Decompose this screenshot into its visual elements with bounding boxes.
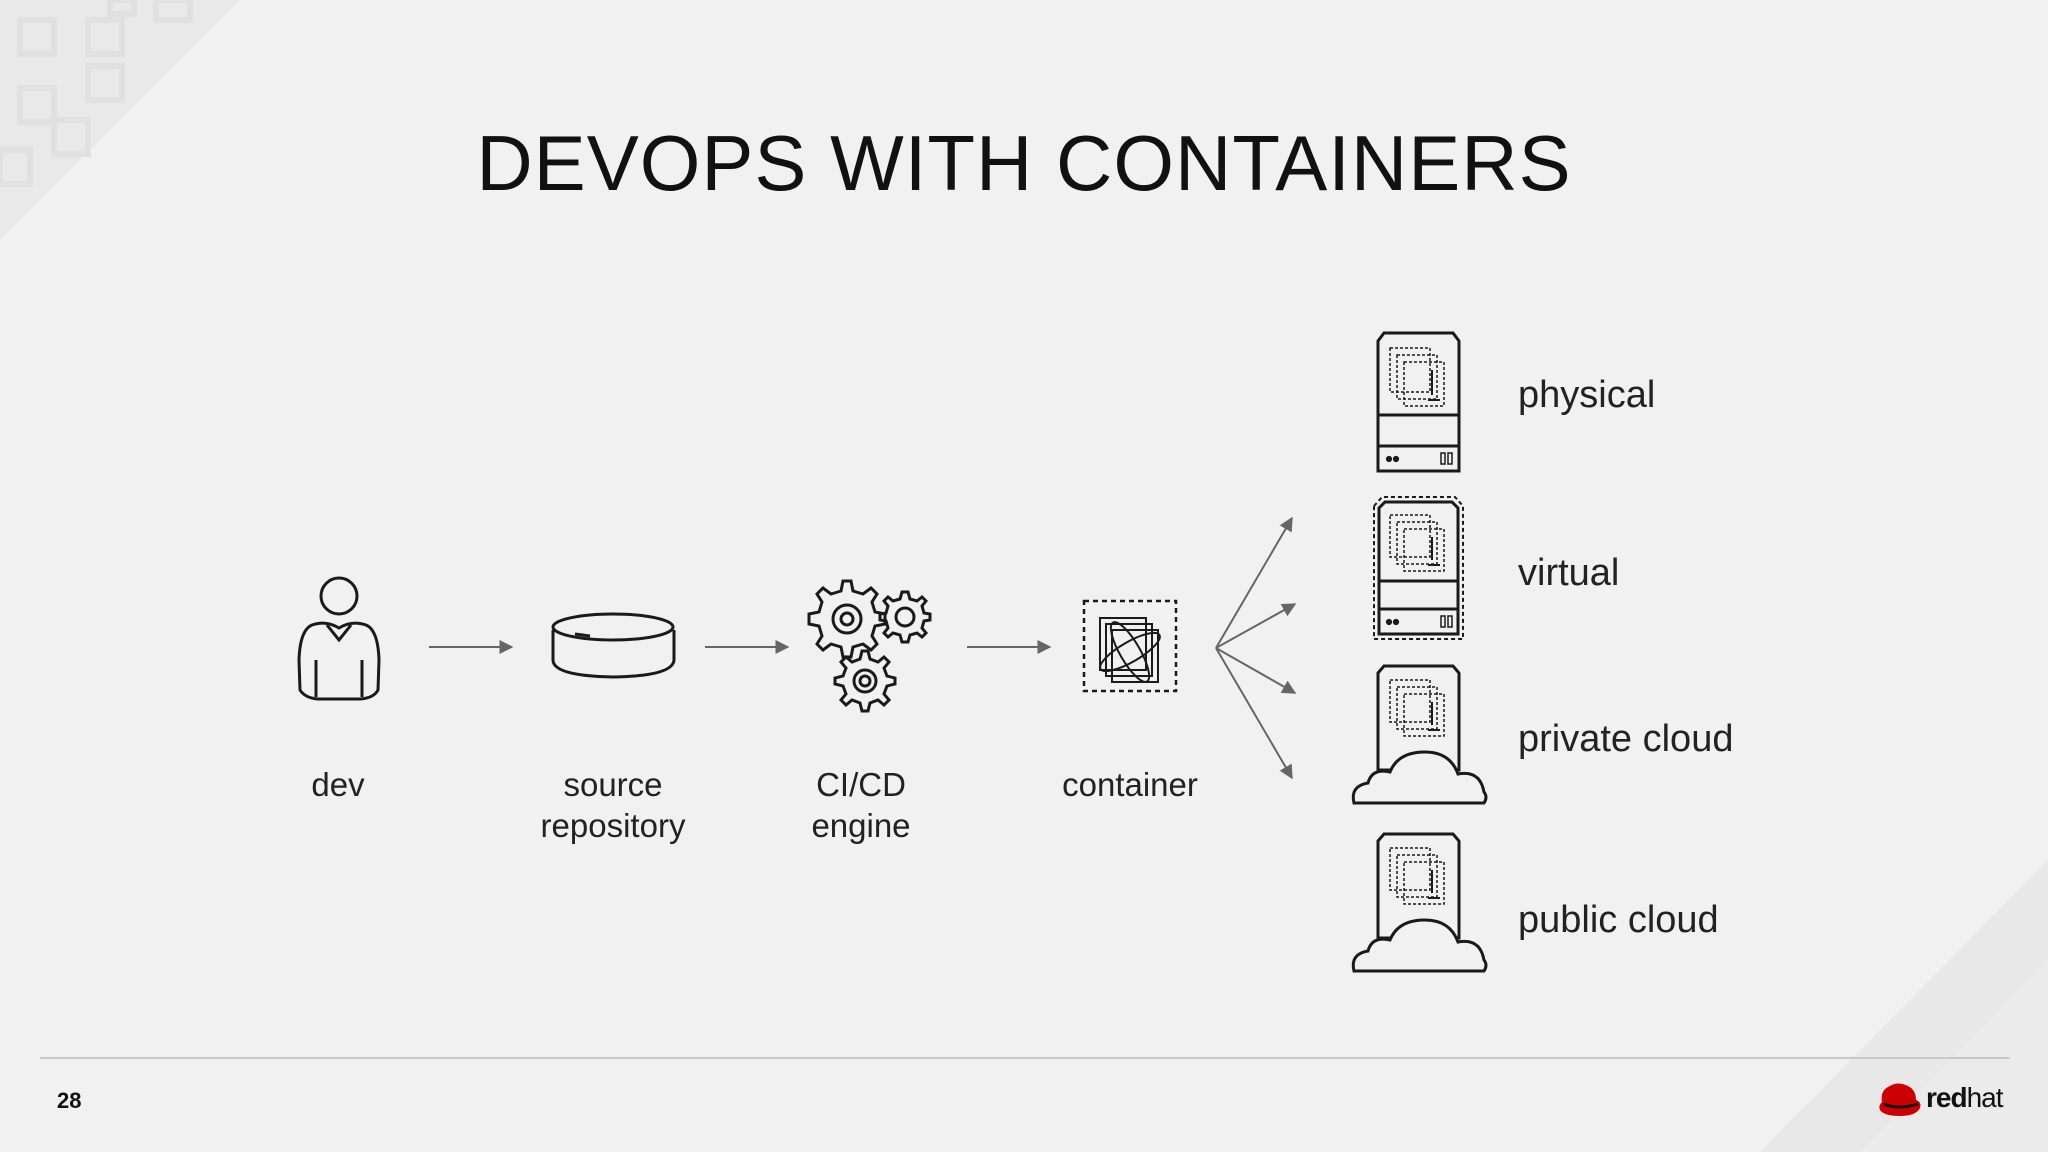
label-physical: physical [1518, 374, 1656, 416]
container-icon [1082, 599, 1178, 693]
label-dev: dev [311, 766, 365, 803]
label-public-cloud: public cloud [1518, 899, 1719, 941]
slide-title: DEVOPS WITH CONTAINERS [476, 119, 1572, 207]
person-icon [297, 576, 381, 701]
redhat-logo-icon [1879, 1083, 1921, 1116]
label-container: container [1062, 766, 1198, 803]
corner-pattern-icon [0, 0, 240, 240]
arrow-to-private-cloud [1215, 647, 1297, 694]
footer-divider [40, 1057, 2010, 1059]
repository-icon [551, 612, 676, 679]
label-private-cloud: private cloud [1518, 718, 1734, 760]
pipeline-arrows [429, 516, 1297, 780]
label-cicd-engine: CI/CD engine [811, 766, 911, 844]
page-number: 28 [57, 1088, 82, 1113]
label-source-repository: source repository [540, 766, 686, 844]
virtual-server-icon [1373, 496, 1464, 640]
physical-server-icon [1376, 331, 1461, 473]
brand-wordmark: redhat [1926, 1082, 2004, 1113]
arrow-to-physical [1215, 516, 1293, 649]
arrow-to-public-cloud [1215, 647, 1293, 780]
label-virtual: virtual [1518, 552, 1620, 594]
private-cloud-server-icon [1351, 664, 1488, 805]
arrow-to-virtual [1215, 603, 1297, 649]
gears-icon [807, 579, 932, 713]
public-cloud-server-icon [1351, 832, 1488, 973]
